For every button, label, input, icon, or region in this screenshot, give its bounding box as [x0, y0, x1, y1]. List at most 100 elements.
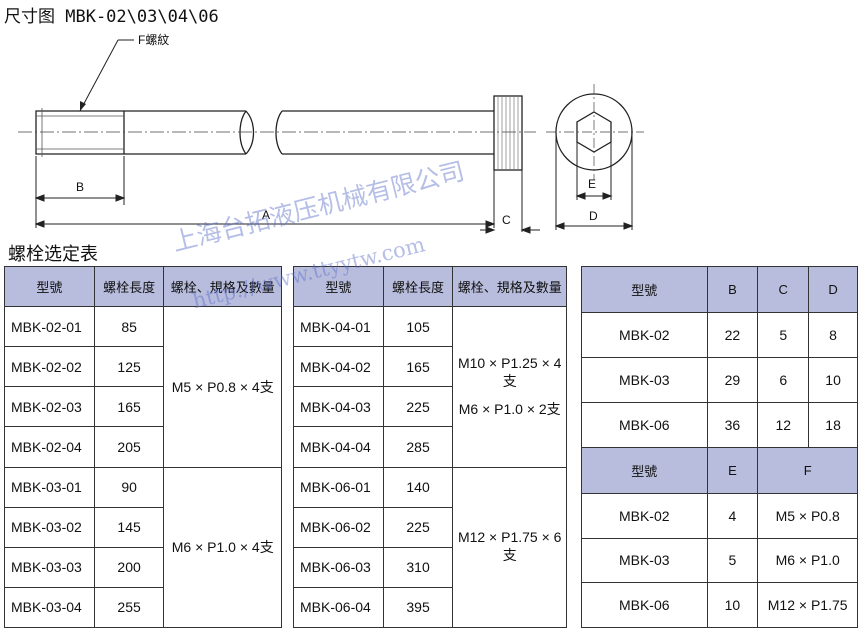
- dimension-table-bcd: 型號 B C D MBK-02 22 5 8 MBK-03 29 6 10 MB…: [581, 266, 858, 448]
- spec-cell: M10 × P1.25 × 4支 M6 × P1.0 × 2支: [452, 306, 567, 468]
- e-cell: 4: [706, 493, 759, 539]
- dim-label-e: E: [588, 177, 596, 191]
- table-row: MBK-03-04 255: [4, 586, 282, 629]
- dim-label-a: A: [262, 208, 270, 222]
- model-cell: MBK-03: [581, 357, 708, 403]
- f-cell: M5 × P0.8: [757, 493, 858, 539]
- spec-cell: M6 × P1.0 × 4支: [163, 466, 282, 628]
- model-cell: MBK-02-03: [4, 386, 95, 428]
- section-title: 螺栓选定表: [8, 244, 98, 265]
- length-cell: 225: [382, 506, 454, 548]
- spec-line: M10 × P1.25 × 4支: [457, 354, 562, 389]
- model-cell: MBK-02: [581, 493, 708, 539]
- header-model: 型號: [293, 266, 384, 307]
- bolt-dimension-drawing: F螺紋 B A C E D: [18, 33, 644, 234]
- table-row: MBK-02-04 205: [4, 426, 282, 468]
- spec-line: M6 × P1.0 × 2支: [458, 400, 561, 417]
- page-title: 尺寸图 MBK-02\03\04\06: [4, 7, 219, 27]
- length-cell: 105: [382, 305, 454, 348]
- c-cell: 6: [757, 357, 810, 403]
- dim-label-c: C: [502, 213, 511, 227]
- length-cell: 165: [382, 346, 454, 388]
- table-row: MBK-03-03 200: [4, 546, 282, 588]
- table-row: MBK-04-02 165: [293, 346, 567, 388]
- header-d: D: [808, 266, 858, 313]
- header-b: B: [706, 266, 759, 313]
- length-cell: 285: [382, 426, 454, 468]
- model-cell: MBK-06-01: [293, 466, 384, 508]
- header-model: 型號: [581, 266, 708, 313]
- d-cell: 10: [808, 357, 858, 403]
- table-row: MBK-02-03 165: [4, 386, 282, 428]
- e-cell: 10: [706, 582, 759, 628]
- model-cell: MBK-04-03: [293, 386, 384, 428]
- length-cell: 205: [93, 426, 165, 468]
- length-cell: 145: [93, 506, 165, 548]
- table-row: MBK-02-01 85 M5 × P0.8 × 4支: [4, 305, 282, 468]
- e-cell: 5: [706, 537, 759, 584]
- model-cell: MBK-03-04: [4, 586, 95, 629]
- table-row: MBK-06-01 140 M12 × P1.75 × 6支: [293, 466, 567, 628]
- header-bolt-length: 螺栓長度: [382, 266, 454, 307]
- length-cell: 310: [382, 546, 454, 588]
- table-row: MBK-02 4 M5 × P0.8: [581, 493, 858, 539]
- length-cell: 125: [93, 346, 165, 388]
- spec-cell: M12 × P1.75 × 6支: [452, 466, 567, 628]
- length-cell: 225: [382, 386, 454, 428]
- header-model: 型號: [4, 266, 95, 307]
- model-cell: MBK-04-01: [293, 305, 384, 348]
- length-cell: 255: [93, 586, 165, 629]
- length-cell: 140: [382, 466, 454, 508]
- model-cell: MBK-06-02: [293, 506, 384, 548]
- length-cell: 90: [93, 466, 165, 508]
- bolt-table-right: 型號 螺栓長度 螺栓、規格及數量 MBK-04-01 105 M10 × P1.…: [293, 266, 567, 629]
- table-row: MBK-02 22 5 8: [581, 312, 858, 358]
- table-row: MBK-02-02 125: [4, 346, 282, 388]
- f-cell: M6 × P1.0: [757, 537, 858, 584]
- header-f: F: [757, 447, 858, 494]
- table-row: MBK-06-02 225: [293, 506, 567, 548]
- dim-label-b: B: [76, 180, 84, 194]
- b-cell: 36: [706, 402, 759, 448]
- b-cell: 29: [706, 357, 759, 403]
- c-cell: 12: [757, 402, 810, 448]
- model-cell: MBK-03-02: [4, 506, 95, 548]
- table-row: MBK-03-02 145: [4, 506, 282, 548]
- thread-label: F螺紋: [138, 33, 169, 47]
- table-row: MBK-06 36 12 18: [581, 402, 858, 448]
- model-cell: MBK-04-04: [293, 426, 384, 468]
- length-cell: 200: [93, 546, 165, 588]
- d-cell: 18: [808, 402, 858, 448]
- length-cell: 85: [93, 305, 165, 348]
- header-bolt-spec: 螺栓、規格及數量: [163, 266, 282, 307]
- model-cell: MBK-03-01: [4, 466, 95, 508]
- model-cell: MBK-03-03: [4, 546, 95, 588]
- header-bolt-length: 螺栓長度: [93, 266, 165, 307]
- dimension-table-ef: 型號 E F MBK-02 4 M5 × P0.8 MBK-03 5 M6 × …: [581, 447, 858, 628]
- table-row: MBK-03 5 M6 × P1.0: [581, 537, 858, 584]
- model-cell: MBK-02-02: [4, 346, 95, 388]
- spec-cell: M5 × P0.8 × 4支: [163, 306, 282, 468]
- table-row: MBK-04-03 225: [293, 386, 567, 428]
- table-row: MBK-06 10 M12 × P1.75: [581, 582, 858, 628]
- bolt-table-left: 型號 螺栓長度 螺栓、規格及數量 MBK-02-01 85 M5 × P0.8 …: [4, 266, 282, 629]
- length-cell: 165: [93, 386, 165, 428]
- length-cell: 395: [382, 586, 454, 629]
- model-cell: MBK-06-04: [293, 586, 384, 629]
- model-cell: MBK-02-01: [4, 305, 95, 348]
- table-row: MBK-06-03 310: [293, 546, 567, 588]
- table-row: MBK-06-04 395: [293, 586, 567, 629]
- table-row: MBK-04-01 105 M10 × P1.25 × 4支 M6 × P1.0…: [293, 305, 567, 468]
- header-model: 型號: [581, 447, 708, 494]
- model-cell: MBK-06: [581, 582, 708, 628]
- dim-label-d: D: [589, 209, 598, 223]
- b-cell: 22: [706, 312, 759, 358]
- model-cell: MBK-04-02: [293, 346, 384, 388]
- model-cell: MBK-03: [581, 537, 708, 584]
- f-cell: M12 × P1.75: [757, 582, 858, 628]
- header-c: C: [757, 266, 810, 313]
- c-cell: 5: [757, 312, 810, 358]
- table-row: MBK-03-01 90 M6 × P1.0 × 4支: [4, 466, 282, 628]
- d-cell: 8: [808, 312, 858, 358]
- model-cell: MBK-06-03: [293, 546, 384, 588]
